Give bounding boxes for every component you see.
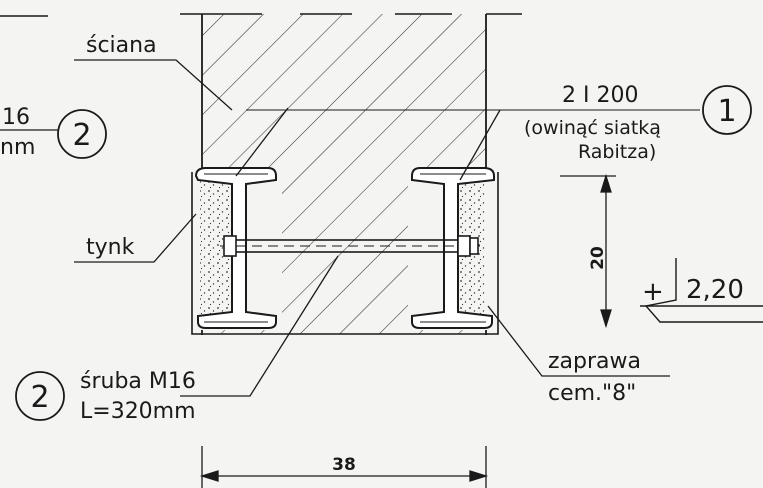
beam-title: 2 I 200 (562, 83, 638, 108)
bolt-label-2: L=320mm (80, 399, 196, 424)
marker-circles (15, 85, 752, 421)
beam-note-1: (owinąć siatką (524, 117, 661, 139)
marker-2: 2 (30, 380, 49, 415)
i-beam-right (411, 167, 495, 329)
mortar-label-2: cem."8" (548, 381, 636, 406)
cut-label-2: nm (0, 135, 35, 160)
mortar-label-1: zaprawa (548, 349, 641, 374)
marker-1: 1 (717, 94, 736, 129)
wall-label: ściana (86, 33, 157, 58)
level-sign: + (642, 277, 664, 307)
level-mark (640, 258, 763, 323)
plaster-outline (191, 172, 499, 335)
height-dim-label: 20 (588, 246, 608, 270)
cut-label-1: 16 (2, 105, 30, 130)
width-dimension (199, 446, 489, 488)
width-dim-label: 38 (332, 455, 356, 475)
beam-note-2: Rabitza) (578, 141, 656, 163)
marker-2-left: 2 (72, 118, 91, 153)
bolt-label-1: śruba M16 (80, 369, 196, 394)
height-dimension (560, 173, 616, 329)
level-value: 2,20 (686, 275, 744, 305)
plaster-label: tynk (86, 235, 135, 260)
bolt (220, 235, 480, 257)
leader-lines (74, 59, 670, 397)
